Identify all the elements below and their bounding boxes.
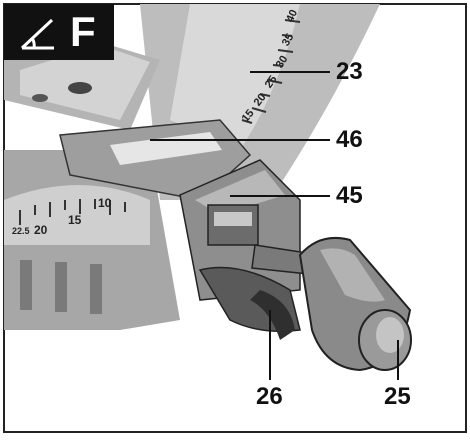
figure-badge: F — [4, 4, 114, 60]
callout-45: 45 — [336, 182, 363, 209]
callout-25: 25 — [384, 383, 411, 410]
callout-46: 46 — [336, 126, 363, 153]
figure-letter: F — [70, 8, 96, 55]
callout-26: 26 — [256, 383, 283, 410]
callout-23: 23 — [336, 58, 363, 85]
scale-label-20: 20 — [34, 223, 48, 237]
scale-label-22-5: 22.5 — [12, 226, 30, 236]
plate-hole — [68, 82, 92, 94]
base-slots — [20, 260, 102, 314]
scale-label-15: 15 — [68, 213, 82, 227]
callout-lines — [150, 71, 399, 380]
scale-ticks-right — [241, 19, 301, 124]
miter-angle-icon — [20, 18, 54, 50]
scale-ticks-left — [19, 199, 126, 225]
scale-label-10: 10 — [98, 196, 112, 210]
